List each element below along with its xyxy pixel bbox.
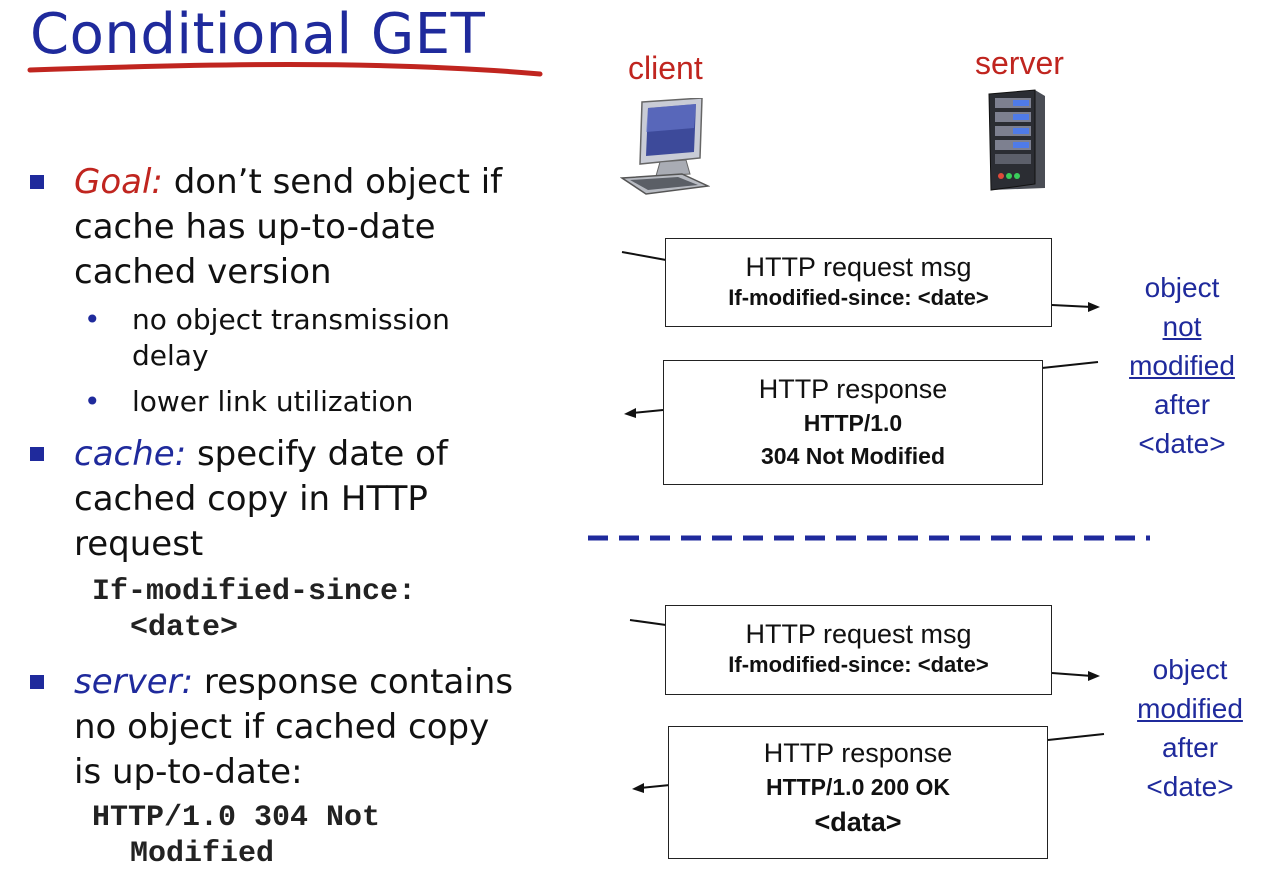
side-text: object xyxy=(1144,272,1220,303)
server-tower-icon xyxy=(988,89,1045,191)
bullet-text: cached copy in HTTP xyxy=(74,479,428,519)
title-underline xyxy=(27,62,543,77)
request-box-2: HTTP request msg If-modified-since: <dat… xyxy=(665,605,1052,695)
code-line: Modified xyxy=(130,837,275,871)
slide-title: Conditional GET xyxy=(30,2,486,67)
response-arrowhead-1 xyxy=(624,408,636,418)
response-body: <data> xyxy=(814,807,902,837)
response-box-2: HTTP response HTTP/1.0 200 OK <data> xyxy=(668,726,1048,859)
request-title: HTTP request msg xyxy=(745,619,972,649)
side-text: <date> xyxy=(1146,771,1234,802)
request-line-1 xyxy=(621,251,667,261)
response-line-2 xyxy=(1047,733,1105,741)
sub-bullet-text: lower link utilization xyxy=(132,385,414,418)
bullet-label: Goal: xyxy=(74,162,163,202)
response-status-line: HTTP/1.0 200 OK xyxy=(765,774,951,800)
bullet-text: no object if cached copy xyxy=(74,707,490,747)
side-note-modified: object modified after <date> xyxy=(1120,650,1260,806)
bullet-text: cache has up-to-date xyxy=(74,207,436,247)
code-line: <date> xyxy=(130,611,239,645)
code-line: HTTP/1.0 304 Not xyxy=(92,801,381,835)
bullet-text: request xyxy=(74,524,204,564)
sub-bullet-text: delay xyxy=(132,339,209,372)
request-arrow-2 xyxy=(1051,672,1093,677)
side-text: after xyxy=(1153,389,1211,420)
code-line: If-modified-since: xyxy=(92,575,417,609)
dot-bullet-icon: • xyxy=(84,385,101,418)
request-box-1: HTTP request msg If-modified-since: <dat… xyxy=(665,238,1052,327)
bullet-text: is up-to-date: xyxy=(74,752,303,792)
request-arrowhead-2 xyxy=(1088,671,1100,681)
bullet-text: specify date of xyxy=(186,434,448,474)
response-title: HTTP response xyxy=(763,738,953,768)
square-bullet-icon xyxy=(30,447,44,461)
bullet-text: cached version xyxy=(74,252,332,292)
side-note-not-modified: object not modified after <date> xyxy=(1112,268,1252,463)
bullet-label: cache: xyxy=(74,434,187,474)
square-bullet-icon xyxy=(30,675,44,689)
request-arrowhead-1 xyxy=(1088,302,1100,312)
request-header: If-modified-since: <date> xyxy=(728,652,989,677)
response-arrow-1 xyxy=(631,409,664,414)
request-header: If-modified-since: <date> xyxy=(728,285,989,310)
response-arrowhead-2 xyxy=(632,783,644,793)
response-arrow-2 xyxy=(639,784,671,789)
request-line-2 xyxy=(629,619,667,626)
bullet-label: server: xyxy=(74,662,194,702)
sub-bullet-text: no object transmission xyxy=(132,303,450,336)
server-label: server xyxy=(975,45,1064,81)
response-status-line: HTTP/1.0 xyxy=(803,410,903,436)
client-label: client xyxy=(628,50,703,86)
response-title: HTTP response xyxy=(758,374,948,404)
request-title: HTTP request msg xyxy=(745,252,972,282)
response-status-code: 304 Not Modified xyxy=(760,443,945,469)
side-text-underlined: not xyxy=(1162,311,1202,342)
side-text: <date> xyxy=(1138,428,1226,459)
side-text-underlined: modified xyxy=(1137,693,1243,724)
response-line-1 xyxy=(1041,361,1099,369)
side-text: after xyxy=(1161,732,1219,763)
side-text-underlined: modified xyxy=(1129,350,1235,381)
request-arrow-1 xyxy=(1051,304,1093,308)
response-box-1: HTTP response HTTP/1.0 304 Not Modified xyxy=(663,360,1043,485)
client-computer-icon xyxy=(620,98,710,195)
dot-bullet-icon: • xyxy=(84,303,101,336)
side-text: object xyxy=(1152,654,1228,685)
bullet-text: response contains xyxy=(193,662,514,702)
bullet-text: don’t send object if xyxy=(162,162,503,202)
square-bullet-icon xyxy=(30,175,44,189)
